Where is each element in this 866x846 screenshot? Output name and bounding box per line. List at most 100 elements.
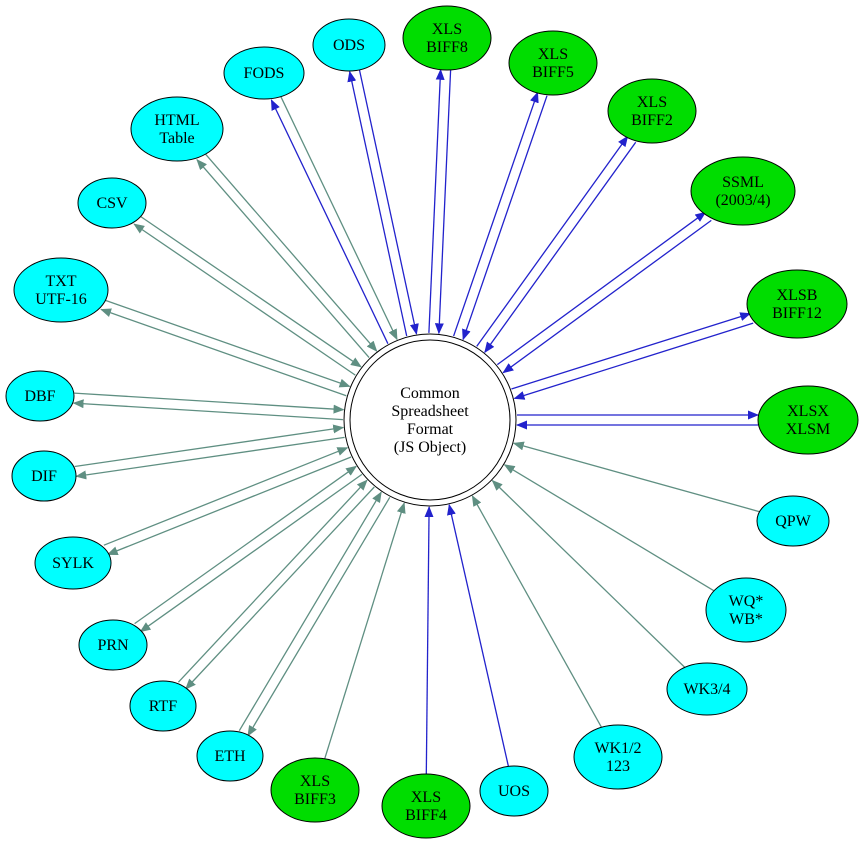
node-xls-biff5-label: BIFF5: [532, 64, 574, 81]
node-sylk-shape: [34, 536, 112, 590]
node-eth-label: ETH: [214, 748, 246, 765]
edge-xls-biff8-out: [428, 68, 445, 333]
node-xlsb-shape: [746, 269, 848, 339]
node-rtf-label: RTF: [149, 698, 177, 715]
edge-eth-out: [247, 496, 391, 737]
edge-xls-biff8-in: [434, 70, 452, 335]
edge-wk12-in: [471, 495, 603, 728]
node-xls-biff4-label: BIFF4: [405, 807, 447, 824]
edge-eth-in: [238, 491, 382, 732]
node-xls-biff2-label: XLS: [637, 94, 667, 111]
center-node-label: Format: [407, 421, 454, 438]
edge-xls-biff2-out: [476, 135, 629, 347]
node-wq-wb: WQ*WB*: [705, 577, 787, 643]
node-uos: UOS: [479, 765, 549, 817]
edge-dbf-in: [74, 392, 345, 414]
node-xls-biff8-label: BIFF8: [426, 39, 468, 56]
edge-rtf-out: [185, 486, 375, 690]
node-eth: ETH: [196, 730, 264, 782]
edges-layer: [72, 68, 760, 775]
node-rtf: RTF: [129, 680, 197, 732]
node-ssml-label: SSML: [722, 174, 764, 191]
edge-txt-utf16-out: [100, 308, 347, 397]
edge-sylk-in: [103, 447, 349, 546]
edge-csv-out: [133, 223, 356, 376]
node-prn-label: PRN: [97, 637, 129, 654]
edge-prn-in: [134, 465, 358, 625]
node-wk34: WK3/4: [666, 662, 748, 716]
node-xls-biff5-shape: [508, 30, 598, 96]
edge-rtf-in: [177, 479, 368, 683]
node-wk34-label: WK3/4: [683, 681, 730, 698]
node-xls-biff3-label: XLS: [300, 773, 330, 790]
node-xlsx-xlsm-label: XLSX: [787, 403, 829, 420]
node-sylk: SYLK: [34, 536, 112, 590]
node-txt-utf16-shape: [13, 257, 109, 323]
node-xls-biff8-shape: [402, 5, 492, 71]
node-xls-biff8-label: XLS: [432, 21, 462, 38]
edge-wk34-in: [491, 479, 686, 668]
edge-xlsb-in: [513, 322, 754, 400]
edge-dif-out: [75, 436, 345, 480]
node-fods-shape: [223, 46, 305, 100]
node-sylk-label: SYLK: [52, 555, 94, 572]
edge-xls-biff4-in: [424, 506, 434, 775]
node-dbf-label: DBF: [24, 388, 55, 405]
node-ssml: SSML(2003/4): [690, 156, 796, 226]
edge-sylk-out: [106, 456, 352, 556]
edge-xlsb-out: [511, 312, 752, 390]
edge-html-table-out: [196, 158, 370, 359]
node-ssml-label: (2003/4): [715, 192, 770, 209]
node-xlsb-label: BIFF12: [772, 305, 822, 322]
node-html-table-label: HTML: [154, 112, 199, 129]
edge-qpw-in: [512, 441, 760, 513]
edge-dif-in: [74, 424, 345, 468]
edge-fods-out: [270, 99, 389, 344]
node-ods: ODS: [312, 18, 386, 72]
edge-ssml-out: [496, 211, 707, 366]
edge-xls-biff3-in: [324, 502, 406, 759]
edge-xls-biff2-in: [484, 141, 637, 354]
edge-xls-biff5-out: [452, 91, 539, 337]
node-fods: FODS: [223, 46, 305, 100]
edge-ssml-in: [502, 219, 712, 374]
node-csv-label: CSV: [96, 195, 128, 212]
node-prn: PRN: [78, 619, 148, 671]
edge-ods-in: [358, 69, 419, 335]
node-qpw-label: QPW: [775, 513, 811, 530]
node-xls-biff4-label: XLS: [411, 789, 441, 806]
node-dif-shape: [11, 450, 77, 502]
edge-prn-out: [139, 473, 363, 633]
node-dbf-shape: [5, 370, 75, 422]
node-wq-wb-label: WB*: [729, 611, 763, 628]
node-xls-biff2-shape: [607, 78, 697, 144]
node-ods-label: ODS: [333, 37, 365, 54]
node-xlsx-xlsm-label: XLSM: [786, 421, 830, 438]
edge-html-table-in: [204, 152, 378, 352]
node-xls-biff2-label: BIFF2: [631, 112, 673, 129]
edge-txt-utf16-in: [104, 299, 351, 388]
edge-xls-biff5-in: [462, 95, 548, 341]
center-node-label: (JS Object): [394, 439, 466, 456]
node-wk34-shape: [666, 662, 748, 716]
node-ssml-shape: [690, 156, 796, 226]
edge-wq-wb-in: [503, 464, 715, 592]
node-xls-biff3-shape: [270, 757, 360, 823]
center-node-label: Spreadsheet: [391, 403, 469, 420]
node-xls-biff4-shape: [381, 773, 471, 839]
edge-uos-in: [447, 503, 510, 767]
node-rtf-shape: [129, 680, 197, 732]
node-wk12-label: 123: [606, 758, 630, 775]
center-node-label: Common: [400, 385, 460, 402]
